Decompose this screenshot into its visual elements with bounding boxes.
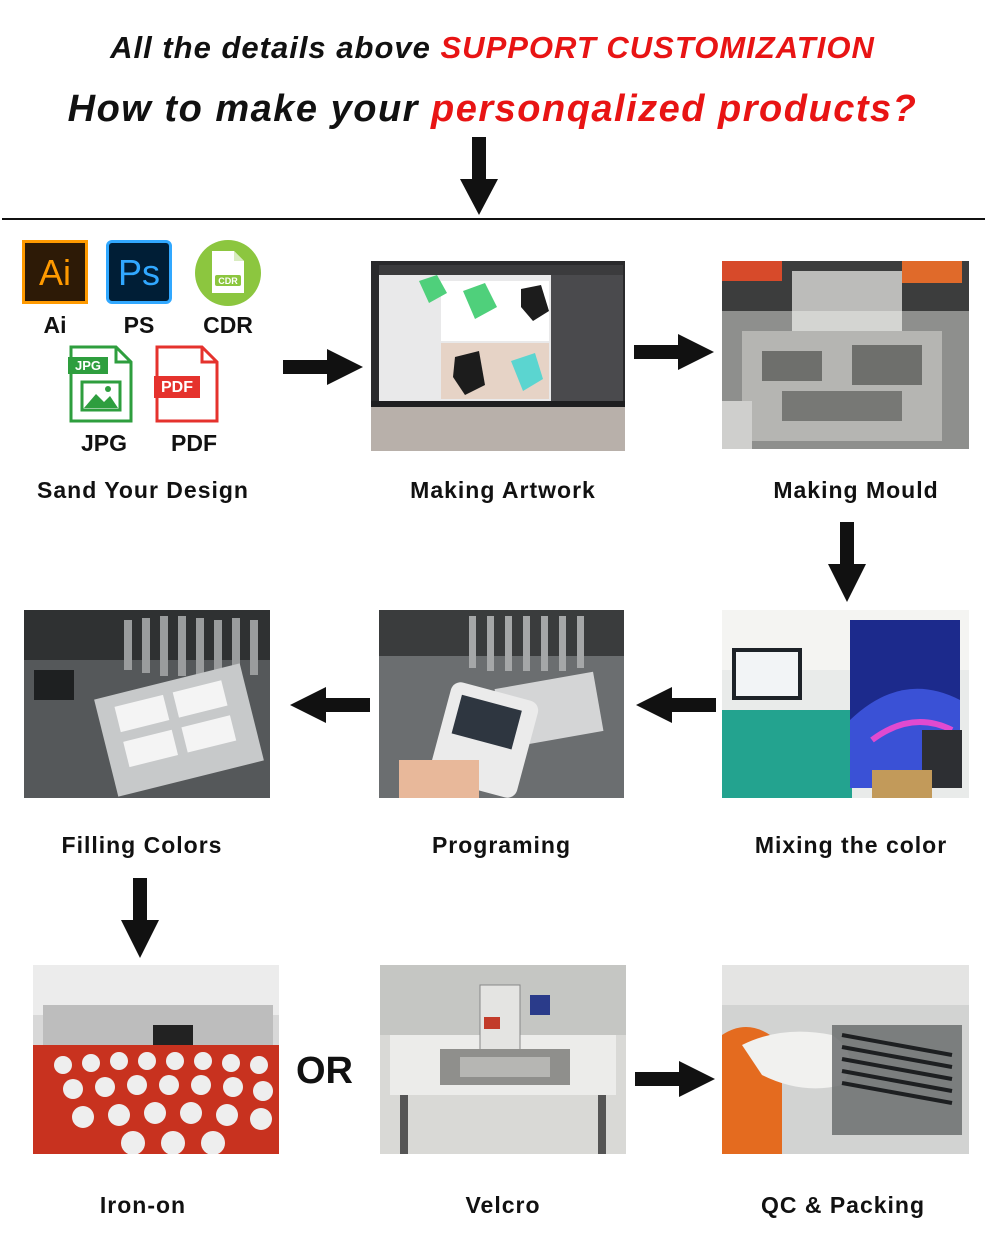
arrow-right-icon [634,334,714,370]
pdf-file-icon-glyph: PDF [161,379,193,396]
step-label-velcro: Velcro [465,1192,541,1218]
jpg-file-icon-glyph: JPG [74,358,101,373]
header-line-2-highlight: personqalized products? [431,88,918,130]
format-label-jpg: JPG [80,430,128,456]
header-line-2: How to make your personqalized products? [0,88,985,131]
or-label: OR [296,1050,353,1092]
making-artwork-photo [371,261,625,451]
photoshop-icon: Ps [106,240,172,304]
format-label-ai: Ai [43,312,67,338]
arrow-down-icon [828,522,866,602]
format-label-cdr: CDR [203,312,253,338]
arrow-down-icon [460,137,498,215]
arrow-right-icon [283,349,363,385]
arrow-left-icon [636,687,716,723]
arrow-left-icon [290,687,370,723]
qc-packing-photo [722,965,969,1154]
pdf-file-icon: PDF [154,344,220,424]
programing-photo [379,610,624,798]
format-label-pdf: PDF [171,430,217,456]
step-label-send-design: Sand Your Design [37,477,249,503]
filling-colors-photo [24,610,270,798]
step-label-filling-colors: Filling Colors [61,832,223,858]
illustrator-icon: Ai [22,240,88,304]
jpg-file-icon: JPG [68,344,134,424]
format-label-ps: PS [123,312,155,338]
coreldraw-icon: CDR [195,240,261,306]
illustrator-icon-glyph: Ai [38,252,71,293]
photoshop-icon-glyph: Ps [117,252,160,293]
arrow-down-icon [121,878,159,958]
header-line-1: All the details above SUPPORT CUSTOMIZAT… [0,30,985,66]
divider-line [2,218,985,220]
header-line-1-highlight: SUPPORT CUSTOMIZATION [440,30,875,65]
coreldraw-icon-glyph: CDR [218,276,238,286]
step-label-programing: Programing [431,832,572,858]
step-label-iron-on: Iron-on [99,1192,187,1218]
making-mould-photo [722,261,969,449]
step-label-making-mould: Making Mould [773,477,939,503]
arrow-right-icon [635,1061,715,1097]
header-line-2-text: How to make your [67,88,431,130]
header-line-1-text: All the details above [110,30,441,65]
velcro-photo [380,965,626,1154]
iron-on-photo [33,965,279,1154]
mixing-color-photo [722,610,969,798]
step-label-mixing-color: Mixing the color [754,832,948,858]
step-label-making-artwork: Making Artwork [410,477,596,503]
step-label-qc-packing: QC & Packing [760,1192,926,1218]
